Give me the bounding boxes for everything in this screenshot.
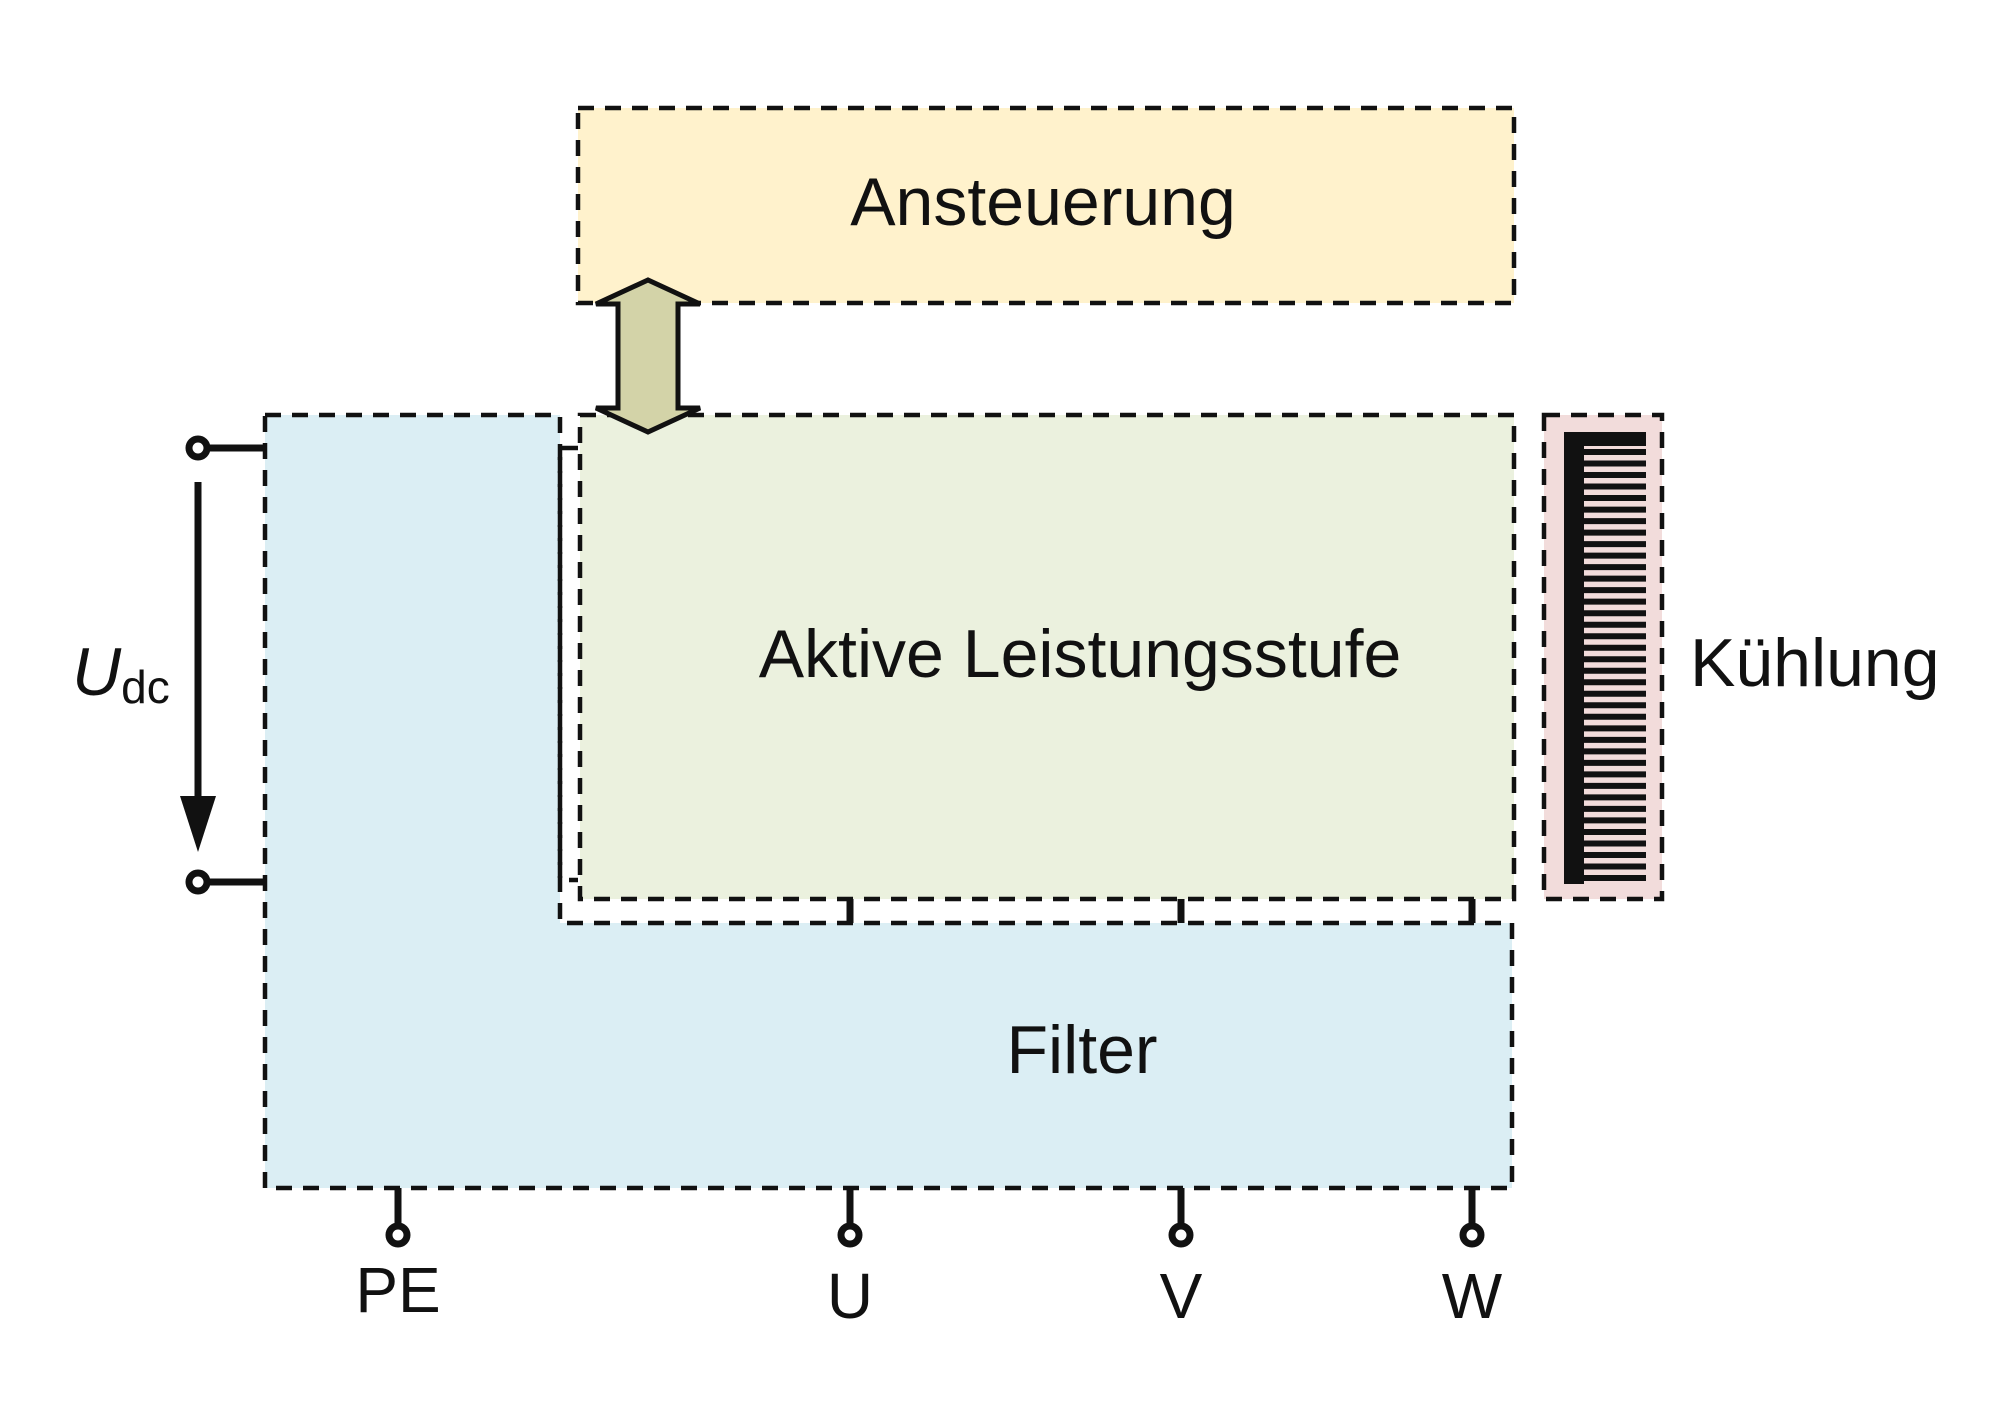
- heatsink-top-fin: [1564, 432, 1646, 446]
- leistungsstufe-border: [577, 412, 1517, 902]
- dc-voltage-label: Udc: [72, 634, 170, 713]
- terminal-pe-label: PE: [355, 1254, 440, 1326]
- terminal-u-connector: [837, 1222, 863, 1248]
- filter-label: Filter: [1006, 1012, 1157, 1088]
- dc-voltage-arrowhead-icon: [180, 796, 216, 852]
- kuehlung-border: [1541, 412, 1665, 902]
- dc-input: Udc: [72, 435, 265, 895]
- ansteuerung-block: [575, 105, 1517, 306]
- terminal-w-label: W: [1442, 1260, 1503, 1332]
- dc-voltage-subscript: dc: [121, 661, 170, 713]
- dc-minus-terminal: [185, 869, 211, 895]
- output-terminals: PE U V W: [355, 1188, 1503, 1332]
- terminal-w-connector: [1459, 1222, 1485, 1248]
- ansteuerung-border: [575, 105, 1517, 306]
- bidirectional-arrow-icon: [594, 277, 702, 435]
- leistungsstufe-block: [557, 412, 1517, 902]
- stage-filter-connections: [846, 899, 1476, 923]
- leistungsstufe-label: Aktive Leistungsstufe: [759, 616, 1402, 692]
- terminal-v-connector: [1168, 1222, 1194, 1248]
- filter-area: [265, 415, 1512, 1188]
- kuehlung-label: Kühlung: [1690, 625, 1940, 701]
- ansteuerung-label: Ansteuerung: [850, 164, 1236, 240]
- leistungsstufe-step-outline: [557, 445, 578, 883]
- filter-block: [262, 412, 1515, 1191]
- ansteuerung-area: [578, 108, 1514, 303]
- heatsink-base: [1564, 432, 1584, 884]
- terminal-v-label: V: [1160, 1260, 1203, 1332]
- terminal-u: U: [827, 1188, 873, 1332]
- kuehlung-block: [1541, 412, 1665, 902]
- terminal-u-label: U: [827, 1260, 873, 1332]
- terminal-pe: PE: [355, 1188, 441, 1326]
- leistungsstufe-area: [580, 415, 1514, 899]
- terminal-w: W: [1442, 1188, 1503, 1332]
- heatsink-icon: [1564, 432, 1646, 884]
- terminal-pe-connector: [385, 1222, 411, 1248]
- dc-plus-terminal: [185, 435, 211, 461]
- dc-voltage-symbol: U: [72, 634, 122, 710]
- filter-border: [262, 412, 1515, 1191]
- terminal-v: V: [1160, 1188, 1203, 1332]
